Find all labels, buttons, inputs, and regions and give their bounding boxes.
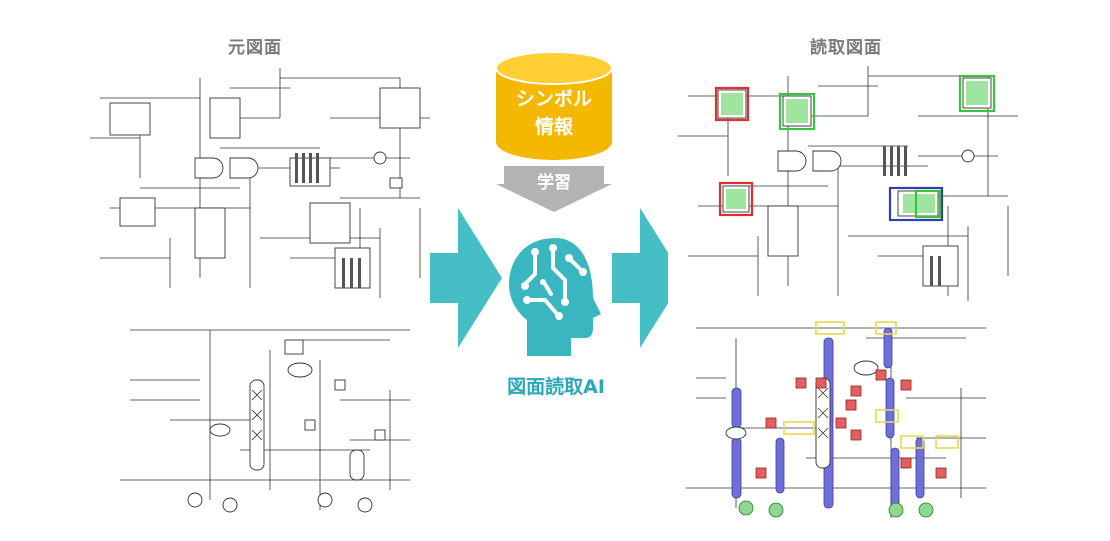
detect-box-blue-1 [888,186,944,222]
learning-label: 学習 [537,173,571,193]
original-pid-diagram [110,320,420,520]
detect-box-green-3 [914,189,942,219]
original-drawing-heading: 元図面 [228,38,282,58]
database-label-line2: 情報 [534,116,573,138]
read-circuit-diagram [668,56,1028,306]
original-circuit-diagram [80,58,440,298]
learning-arrow [496,166,612,212]
database-label-line1: シンボル [515,88,592,110]
read-drawing-heading: 読取図面 [810,38,882,58]
ai-label: 図面読取AI [507,376,605,398]
detect-box-red-2 [718,181,754,217]
detect-box-green-2 [958,74,996,113]
input-arrow [430,208,502,348]
detect-box-green-1 [778,92,816,131]
symbol-database-icon [495,51,613,160]
detect-box-red-1 [714,86,750,122]
output-arrow [612,208,684,348]
read-pid-diagram [676,318,996,528]
ai-head-icon [509,238,601,356]
